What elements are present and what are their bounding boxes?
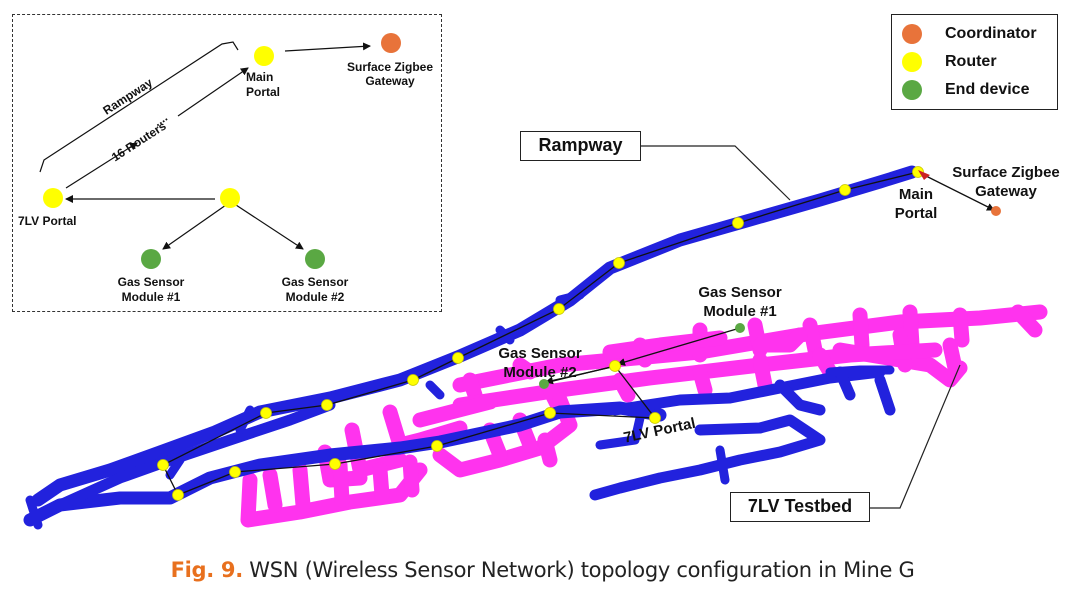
router-node: [321, 399, 333, 411]
inset-ellipsis-text: ....: [151, 110, 170, 129]
gateway-marker: [918, 170, 930, 180]
router-node: [452, 352, 464, 364]
legend-coordinator-label: Coordinator: [945, 25, 1037, 42]
map-gas2-label: Gas Sensor Module #2: [498, 345, 582, 381]
inset-topology-box: [12, 14, 442, 312]
figure-caption-text: WSN (Wireless Sensor Network) topology c…: [242, 558, 915, 582]
inset-rampway-text: Rampway: [100, 75, 155, 117]
inset-gas1-label: Gas Sensor Module #1: [117, 275, 185, 304]
map-gateway-label: Surface Zigbee Gateway: [952, 164, 1060, 200]
coordinator-node: [991, 206, 1001, 216]
legend-router: Router: [902, 51, 997, 73]
router-node: [732, 217, 744, 229]
router-node: [649, 412, 661, 424]
legend-end-device: End device: [902, 79, 1029, 101]
testbed-callout: 7LV Testbed: [730, 492, 870, 522]
end-device-node: [539, 379, 549, 389]
router-node: [407, 374, 419, 386]
rampway-callout: Rampway: [520, 131, 641, 161]
end-device-node: [735, 323, 745, 333]
router-swatch: [902, 52, 922, 72]
callout-leaders: [640, 145, 961, 509]
router-node: [609, 360, 621, 372]
end-device-swatch: [902, 80, 922, 100]
inset-main-portal-label: Main Portal: [246, 70, 281, 99]
router-node: [157, 459, 169, 471]
coordinator-swatch: [902, 24, 922, 44]
router-node: [431, 440, 443, 452]
map-gas1-label: Gas Sensor Module #1: [698, 284, 782, 320]
router-node: [553, 303, 565, 315]
inset-7lv-portal-label: 7LV Portal: [18, 214, 77, 228]
router-node: [839, 184, 851, 196]
legend-coordinator: Coordinator: [902, 23, 1037, 45]
router-node: [260, 407, 272, 419]
inset-gateway-label: Surface Zigbee Gateway: [346, 60, 434, 88]
map-main-portal-label: Main Portal: [894, 186, 938, 222]
router-node: [329, 458, 341, 470]
map-network-links: [162, 171, 995, 496]
router-node: [172, 489, 184, 501]
legend: Coordinator Router End device: [891, 14, 1058, 110]
inset-gas2-label: Gas Sensor Module #2: [281, 275, 349, 304]
router-node: [912, 166, 924, 178]
legend-router-label: Router: [945, 53, 997, 70]
router-node: [229, 466, 241, 478]
figure-caption: Fig. 9. WSN (Wireless Sensor Network) to…: [0, 558, 1085, 582]
router-node: [544, 407, 556, 419]
testbed-tunnels: [240, 304, 1048, 528]
router-node: [613, 257, 625, 269]
rampway-tunnels: [23, 165, 919, 530]
figure-number: Fig. 9.: [170, 558, 244, 582]
legend-end-device-label: End device: [945, 81, 1030, 98]
